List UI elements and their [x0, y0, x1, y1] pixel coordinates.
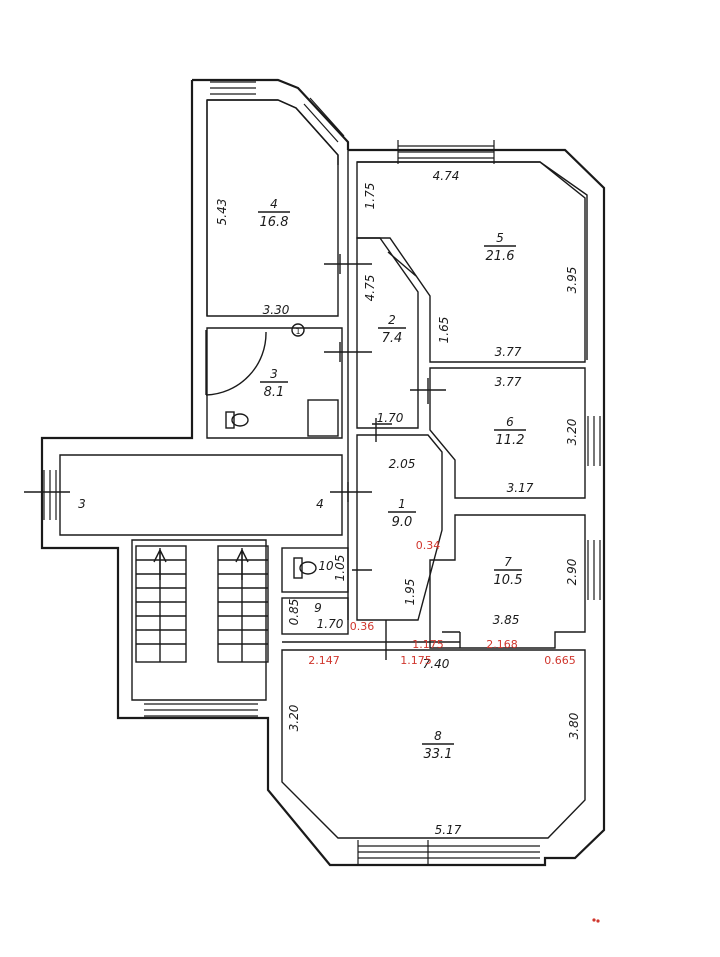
annotation-7: 0.665 [544, 654, 576, 667]
dim-r7-bottom: 3.85 [493, 613, 520, 627]
dimensions: 5.43 3.30 4.74 1.75 3.95 3.77 4.75 1.65 … [78, 169, 581, 837]
dim-hall-left: 3 [78, 497, 86, 511]
room-9-id: 9 [314, 601, 322, 615]
window-bottom [357, 840, 540, 864]
fixtures: 1 [205, 323, 339, 579]
dim-r5-left: 1.75 [363, 183, 377, 210]
dim-r1-top: 2.05 [389, 457, 416, 471]
window-right-6 [587, 416, 601, 466]
stair-arrow-right-icon [235, 548, 249, 580]
dim-r8-right: 3.80 [567, 712, 581, 739]
door-marks [24, 251, 446, 660]
pipe-marker-label: 1 [295, 327, 300, 336]
room-8-id: 8 [434, 729, 442, 743]
pipe-marker-icon [291, 323, 305, 337]
room-2-area: 7.4 [382, 331, 403, 346]
room-1-id: 1 [398, 497, 406, 511]
dim-r7-right: 2.90 [565, 558, 579, 585]
stairs [135, 545, 269, 663]
dim-r4-left: 5.43 [215, 199, 229, 226]
dim-r2-bottom: 1.70 [377, 411, 404, 425]
room-5-area: 21.6 [486, 249, 515, 264]
stair-arrow-left-icon [153, 548, 167, 580]
window-stairs [144, 703, 258, 717]
toilet-icon [231, 413, 249, 427]
dim-r5-top: 4.74 [433, 169, 460, 183]
room-6-outline [429, 367, 586, 499]
room-7-area: 10.5 [494, 573, 523, 588]
dim-r5-bottom: 3.77 [495, 345, 522, 359]
window-top-left [210, 81, 256, 95]
dim-r8-bottom: 5.17 [435, 823, 462, 837]
window-hall-left [43, 470, 57, 520]
dim-r10: 1.05 [333, 555, 347, 582]
room-labels: 4 16.8 5 21.6 2 7.4 3 8.1 6 11.2 1 9.0 7… [258, 197, 526, 762]
dim-r6-top: 3.77 [495, 375, 522, 389]
dim-r2-left: 4.75 [363, 275, 377, 302]
dim-hall-right: 4 [316, 497, 324, 511]
toilet-tank-icon [225, 411, 235, 429]
toilet-10-tank-icon [293, 557, 303, 579]
annotation-2: 0.36 [350, 620, 375, 633]
hall-outline [59, 454, 343, 536]
room-1-area: 9.0 [392, 515, 413, 530]
window-top-right [397, 140, 495, 164]
annotation-1: 0.34 [416, 539, 441, 552]
room-1-outline [356, 434, 443, 621]
door-swing-icon [205, 330, 267, 396]
room-2-outline [356, 237, 419, 429]
dim-r2-right: 1.65 [437, 317, 451, 344]
room-4-id: 4 [270, 197, 278, 211]
toilet-10-icon [299, 561, 317, 575]
annotation-6: 1.175 [400, 654, 432, 667]
dim-r1-side: 1.95 [403, 579, 417, 606]
room-4-outline [206, 99, 339, 317]
room-6-area: 11.2 [496, 433, 525, 448]
dim-r8-top: 7.40 [423, 657, 450, 671]
dim-r9-w: 1.70 [317, 617, 344, 631]
red-annotations: 0.34 0.36 1.175 2.168 2.147 1.175 0.665 [308, 539, 600, 923]
shower-icon [307, 399, 339, 437]
room-6-id: 6 [506, 415, 514, 429]
room-8-area: 33.1 [424, 747, 453, 762]
room-3-outline [206, 327, 343, 439]
dim-r9-h: 0.85 [287, 599, 301, 626]
room-5-id: 5 [496, 231, 504, 245]
room-3-area: 8.1 [264, 385, 285, 400]
window-right-7 [587, 540, 601, 600]
room-7-id: 7 [504, 555, 512, 569]
annotation-4: 2.168 [486, 638, 518, 651]
room-3-id: 3 [270, 367, 278, 381]
dim-r5-right: 3.95 [565, 267, 579, 294]
annotation-5: 2.147 [308, 654, 340, 667]
room-4-area: 16.8 [260, 215, 289, 230]
window-bay-diag [297, 97, 345, 149]
dim-r6-bottom: 3.17 [507, 481, 534, 495]
windows [43, 81, 601, 864]
red-dot-icon [592, 918, 596, 922]
room-8-outline [281, 649, 586, 839]
dim-r4-bottom: 3.30 [263, 303, 290, 317]
stair-well [131, 539, 267, 701]
annotation-3: 1.175 [412, 638, 444, 651]
room-7-outline [429, 514, 586, 649]
dim-r8-left: 3.20 [287, 704, 301, 731]
dim-r6-right: 3.20 [565, 418, 579, 445]
outer-walls [40, 78, 606, 867]
room-10-id: 10 [318, 559, 334, 573]
red-dot-icon [596, 919, 600, 923]
room-outlines [59, 99, 586, 839]
room-2-id: 2 [388, 313, 396, 327]
